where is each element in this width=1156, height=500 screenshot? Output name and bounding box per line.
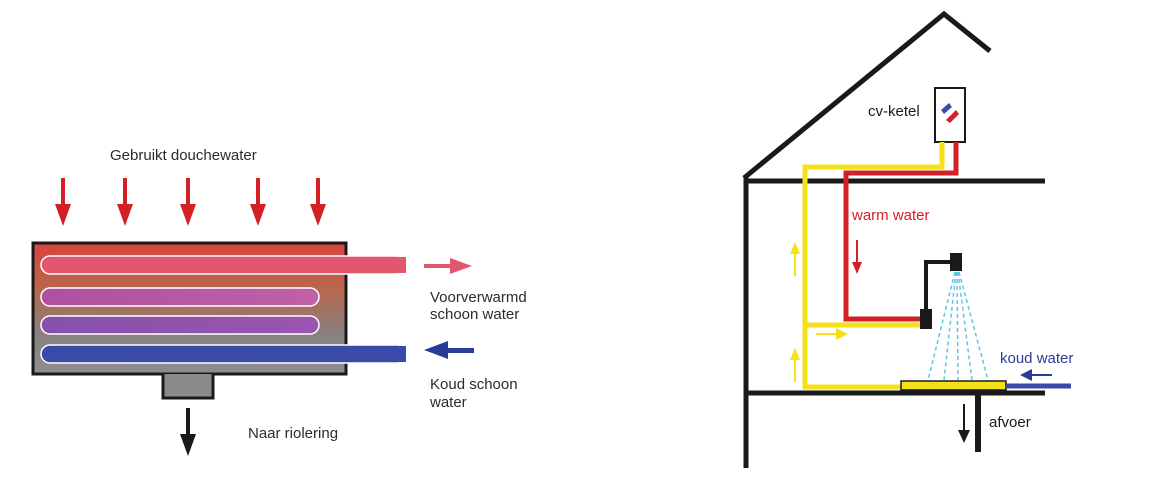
used-shower-water-label: Gebruikt douchewater bbox=[110, 147, 257, 164]
outlet-arrow-icon bbox=[424, 258, 472, 274]
preheat-up-arrow-icon bbox=[790, 242, 800, 276]
cold-water-label: koud water bbox=[1000, 350, 1073, 367]
down-arrow-icon bbox=[180, 178, 196, 226]
warm-water-label: warm water bbox=[851, 207, 930, 224]
drain-down-arrow-icon bbox=[958, 404, 970, 443]
cv-boiler bbox=[934, 87, 966, 143]
down-arrow-icon bbox=[55, 178, 71, 226]
coil-segment bbox=[40, 287, 320, 307]
down-arrow-icon bbox=[310, 178, 326, 226]
coil-segment bbox=[40, 315, 320, 335]
boiler-flame-icon bbox=[941, 103, 959, 123]
drain-arrow-icon bbox=[180, 408, 196, 456]
cold-flow-arrow-icon bbox=[1020, 369, 1052, 381]
preheat-up-arrow-icon bbox=[790, 348, 800, 382]
house-shower-diagram: cv-ketel warm water bbox=[742, 10, 1073, 468]
used-water-arrows bbox=[55, 178, 326, 226]
preheated-water-label-1: Voorverwarmd bbox=[430, 289, 527, 306]
drain-label: afvoer bbox=[989, 414, 1031, 431]
preheat-right-arrow-icon bbox=[816, 328, 848, 340]
shower-riser bbox=[924, 260, 952, 309]
warm-water-pipe bbox=[843, 142, 959, 322]
preheated-water-label-2: schoon water bbox=[430, 306, 519, 323]
down-arrow-icon bbox=[117, 178, 133, 226]
cold-clean-water-label-1: Koud schoon bbox=[430, 376, 518, 393]
preheated-water-pipe bbox=[802, 142, 945, 390]
inlet-arrow-icon bbox=[424, 341, 474, 359]
drain-outlet bbox=[161, 374, 215, 400]
mixing-valve bbox=[920, 309, 932, 329]
shower-drain-heat-exchanger bbox=[900, 380, 1007, 391]
coil-cold-inlet bbox=[40, 344, 407, 364]
cv-boiler-label: cv-ketel bbox=[868, 103, 920, 120]
to-sewer-label: Naar riolering bbox=[248, 425, 338, 442]
house-roof bbox=[742, 10, 992, 180]
coil-hot-outlet bbox=[40, 255, 407, 275]
cold-clean-water-label-2: water bbox=[429, 394, 467, 411]
down-arrow-icon bbox=[250, 178, 266, 226]
shower-spray bbox=[927, 271, 989, 381]
warm-flow-arrow-icon bbox=[852, 240, 862, 274]
heat-exchanger-diagram: Gebruikt douchewater bbox=[31, 147, 527, 456]
shower-head bbox=[950, 253, 962, 271]
